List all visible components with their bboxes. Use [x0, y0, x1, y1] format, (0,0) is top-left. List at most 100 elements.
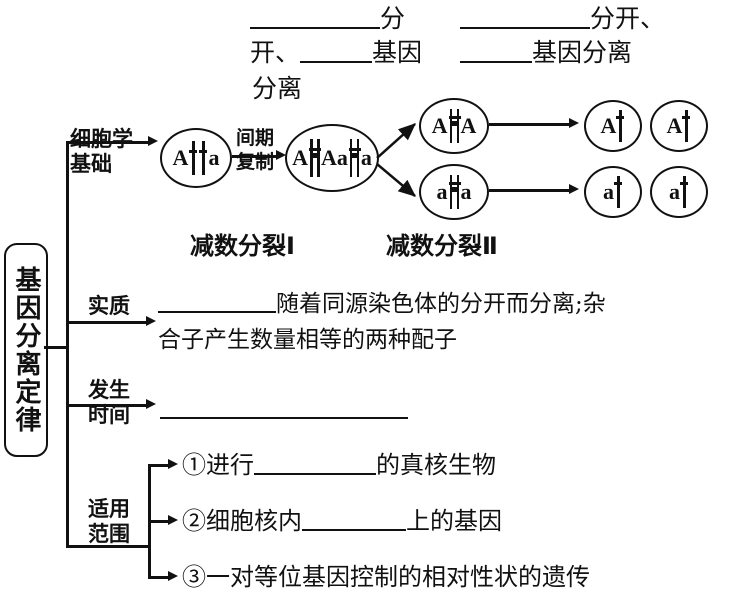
- branch-label-timing: 发生 时间: [88, 378, 130, 428]
- top-left-line2-prefix: 开、: [250, 38, 301, 67]
- allele-a: a: [669, 179, 680, 204]
- top-right-line1-text: 分开、: [590, 4, 666, 33]
- branch-label-cytology-line1: 细胞学: [70, 127, 133, 151]
- gamete-a-1: a: [584, 166, 642, 218]
- allele-A-2: A: [321, 145, 337, 170]
- chromosome-pair-1: [308, 139, 321, 177]
- chromosome: [616, 110, 625, 142]
- essence-line1: 随着同源染色体的分开而分离;杂: [158, 290, 606, 318]
- scope-item-2-marker: ②: [182, 507, 206, 535]
- chromosome: [680, 176, 689, 208]
- scope-item1-line: [148, 464, 170, 467]
- branch-label-scope-line2: 范围: [88, 522, 130, 546]
- chromosome-pair: [448, 109, 461, 143]
- allele-A-left: A: [172, 145, 189, 170]
- arrow-head-scope-3: [168, 571, 178, 581]
- scope-item-1: ①进行的真核生物: [182, 450, 496, 480]
- branch-label-cytology-line2: 基础: [70, 152, 112, 176]
- arrow-head-essence: [146, 316, 156, 326]
- arrow-head-meiosis2-bottom: [569, 184, 579, 194]
- interphase-label-line2: 复制: [236, 151, 275, 173]
- allele-a-1: a: [336, 145, 348, 170]
- essence-text-line2: 合子产生数量相等的两种配子: [158, 327, 457, 353]
- branch-label-essence: 实质: [88, 294, 130, 319]
- arrow-interphase-line: [232, 155, 278, 158]
- blank-line[interactable]: [460, 61, 532, 63]
- top-left-line1-text: 分: [380, 4, 406, 33]
- diagram-title-box: 基因分离定律: [4, 243, 48, 457]
- interphase-label-line1: 间期: [236, 127, 275, 149]
- chromosome-pair: [448, 175, 461, 209]
- allele-a-2: a: [360, 145, 372, 170]
- scope-item2-line: [148, 520, 170, 523]
- essence-line2: 合子产生数量相等的两种配子: [158, 326, 457, 354]
- arrow-head-interphase: [276, 150, 286, 160]
- allele-a-right: a: [208, 145, 220, 170]
- chromosome-pair-2: [348, 139, 361, 177]
- scope-item-3: ③一对等位基因控制的相对性状的遗传: [182, 562, 590, 592]
- cell-replicated: A A a a: [285, 124, 379, 192]
- blank-line[interactable]: [250, 27, 380, 29]
- allele-a-right: a: [460, 179, 472, 204]
- arrow-head-scope-1: [168, 459, 178, 469]
- allele-A: A: [666, 113, 683, 138]
- essence-text-line1: 随着同源染色体的分开而分离;杂: [276, 291, 606, 317]
- branch-label-essence-line1: 实质: [88, 294, 130, 318]
- blank-line[interactable]: [158, 311, 276, 313]
- gamete-a-2: a: [650, 166, 708, 218]
- allele-A-right: A: [460, 113, 477, 138]
- top-annotation-right-line2: 基因分离: [460, 38, 632, 69]
- allele-A: A: [600, 113, 617, 138]
- scope-item-1-pre: 进行: [206, 451, 254, 479]
- chromosome: [614, 176, 623, 208]
- blank-line[interactable]: [160, 417, 408, 419]
- scope-item-1-post: 的真核生物: [376, 451, 496, 479]
- arrow-head-cytology: [148, 136, 158, 146]
- chromosome-2: [198, 141, 208, 175]
- scope-item3-line: [148, 576, 170, 579]
- blank-line[interactable]: [460, 27, 590, 29]
- top-right-line2-text: 基因分离: [532, 38, 633, 67]
- top-annotation-left-line1: 分: [250, 4, 405, 35]
- top-left-line2-text: 基因: [372, 38, 423, 67]
- branch-label-timing-line2: 时间: [88, 403, 130, 427]
- main-spine: [66, 141, 69, 545]
- blank-line[interactable]: [302, 529, 406, 531]
- cell-parent: A a: [160, 128, 232, 188]
- scope-item-3-marker: ③: [182, 563, 206, 591]
- gamete-A-1: A: [584, 100, 642, 152]
- arrow-head-timing: [146, 399, 156, 409]
- arrow-label-interphase: 间期 复制: [236, 126, 274, 174]
- branch-label-timing-line1: 发生: [88, 378, 130, 402]
- top-annotation-right-line1: 分开、: [460, 4, 665, 35]
- top-annotation-left-line2: 开、 基因: [250, 38, 422, 69]
- scope-item-2: ②细胞核内 上的基因: [182, 506, 502, 536]
- allele-A-left: A: [431, 113, 448, 138]
- arrow-head-scope-2: [168, 515, 178, 525]
- allele-a: a: [603, 179, 614, 204]
- scope-item-2-pre: 细胞核内: [206, 507, 302, 535]
- page-title: 基因分离定律: [11, 266, 41, 434]
- arrow-head-meiosis2-top: [569, 118, 579, 128]
- top-left-line3-text: 分离: [252, 74, 303, 103]
- chromosome: [682, 110, 691, 142]
- branch-label-cytology: 细胞学 基础: [70, 127, 133, 177]
- top-annotation-left-line3: 分离: [252, 74, 302, 105]
- blank-line[interactable]: [254, 473, 376, 475]
- branch-line-scope: [66, 545, 148, 548]
- blank-line[interactable]: [300, 61, 373, 63]
- chromosome-1: [188, 141, 198, 175]
- stage-label-meiosis-1: 减数分裂Ⅰ: [190, 232, 295, 260]
- timing-blank-wrap: [160, 404, 408, 422]
- cell-daughter-A: A A: [419, 98, 489, 154]
- branch-line-cytology: [66, 141, 150, 144]
- cell-daughter-a: a a: [419, 164, 489, 220]
- branch-line-timing: [66, 404, 148, 407]
- arrow-meiosis2-top-line: [489, 123, 571, 126]
- scope-item-2-post: 上的基因: [406, 507, 502, 535]
- branch-line-essence: [66, 321, 148, 324]
- title-box-stub: [44, 346, 66, 349]
- branch-label-scope-line1: 适用: [88, 497, 130, 521]
- meiosis1-split-arrows: [376, 123, 416, 197]
- scope-item-3-pre: 一对等位基因控制的相对性状的遗传: [206, 563, 590, 591]
